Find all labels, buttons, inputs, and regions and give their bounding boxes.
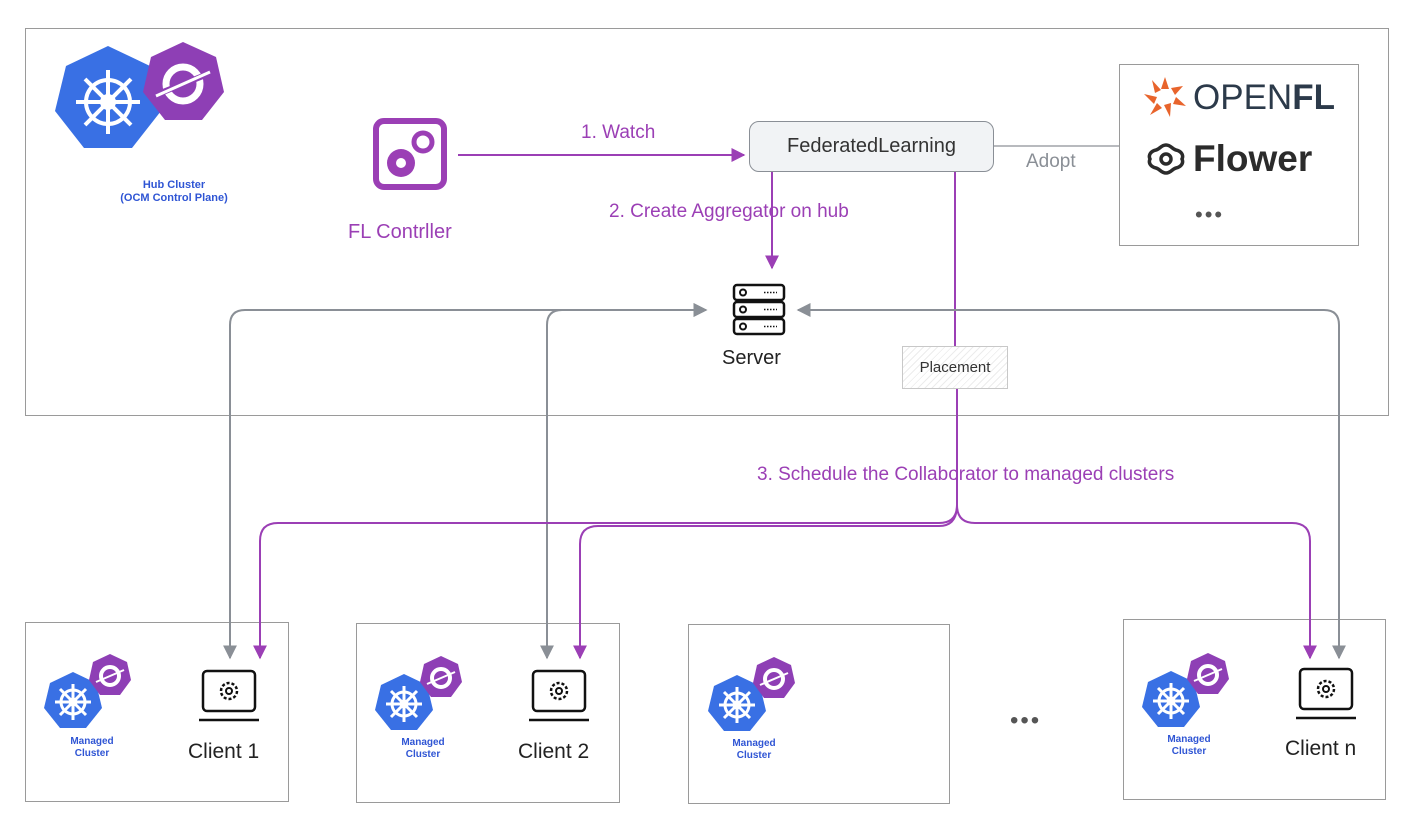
schedule-to-client1 bbox=[253, 504, 958, 660]
adopt-label: Adopt bbox=[1026, 151, 1076, 172]
schedule-to-client2 bbox=[573, 504, 958, 660]
client-1-icon[interactable] bbox=[199, 668, 259, 726]
managed-label-line1: Managed bbox=[401, 737, 445, 748]
managed-label-line2: Cluster bbox=[74, 747, 110, 759]
openfl-text-fl: FL bbox=[1292, 78, 1335, 117]
managed-cluster-2-label: Managed Cluster bbox=[383, 737, 463, 760]
openfl-text-open: OPEN bbox=[1193, 78, 1293, 117]
server-label: Server bbox=[722, 347, 781, 369]
managed-label-line2: Cluster bbox=[736, 749, 772, 761]
managed-label-line2: Cluster bbox=[405, 748, 441, 760]
managed-cluster-3-label: Managed Cluster bbox=[714, 738, 794, 761]
hub-cluster-label: Hub Cluster (OCM Control Plane) bbox=[96, 179, 252, 204]
hub-label-line2: (OCM Control Plane) bbox=[120, 191, 228, 204]
client-2-icon[interactable] bbox=[529, 668, 589, 726]
client-n-icon[interactable] bbox=[1296, 666, 1356, 724]
managed-cluster-1-label: Managed Cluster bbox=[52, 736, 132, 759]
managed-label-line1: Managed bbox=[70, 736, 114, 747]
client2-server-link bbox=[540, 303, 708, 660]
client1-server-link bbox=[223, 303, 708, 660]
flower-wordmark: Flower bbox=[1193, 138, 1313, 179]
managed-cluster-3-logo-icon bbox=[708, 657, 795, 731]
managed-cluster-4-label: Managed Cluster bbox=[1149, 734, 1229, 757]
openfl-logo-icon bbox=[1144, 77, 1186, 117]
flower-logo-icon bbox=[1147, 143, 1185, 175]
clientn-server-link bbox=[796, 303, 1346, 660]
hub-cluster-logo-icon bbox=[55, 42, 224, 148]
managed-cluster-1-logo-icon bbox=[44, 654, 131, 728]
schedule-to-clientn bbox=[956, 504, 1317, 660]
watch-label: 1. Watch bbox=[581, 122, 656, 143]
managed-label-line2: Cluster bbox=[1171, 745, 1207, 757]
client-1-label: Client 1 bbox=[188, 740, 260, 763]
clusters-more: ••• bbox=[1010, 707, 1042, 734]
schedule-label: 3. Schedule the Collaborator to managed … bbox=[757, 464, 1175, 485]
hub-label-line1: Hub Cluster bbox=[142, 179, 206, 191]
placement-node[interactable]: Placement bbox=[902, 346, 1008, 389]
managed-label-line1: Managed bbox=[1167, 734, 1211, 745]
federated-learning-node[interactable]: FederatedLearning bbox=[749, 121, 994, 172]
managed-cluster-4-logo-icon bbox=[1142, 653, 1229, 727]
openfl-wordmark: OPENFL bbox=[1193, 78, 1335, 118]
client-2-label: Client 2 bbox=[518, 740, 590, 763]
frameworks-more: ••• bbox=[1195, 202, 1225, 227]
fl-controller-label: FL Contrller bbox=[348, 221, 452, 243]
managed-label-line1: Managed bbox=[732, 738, 776, 749]
client-n-label: Client n bbox=[1285, 737, 1357, 760]
fl-controller-icon bbox=[373, 118, 447, 190]
managed-cluster-2-logo-icon bbox=[375, 656, 462, 730]
create-aggregator-label: 2. Create Aggregator on hub bbox=[609, 201, 849, 222]
server-icon bbox=[732, 283, 786, 336]
frameworks-box bbox=[1119, 64, 1359, 246]
